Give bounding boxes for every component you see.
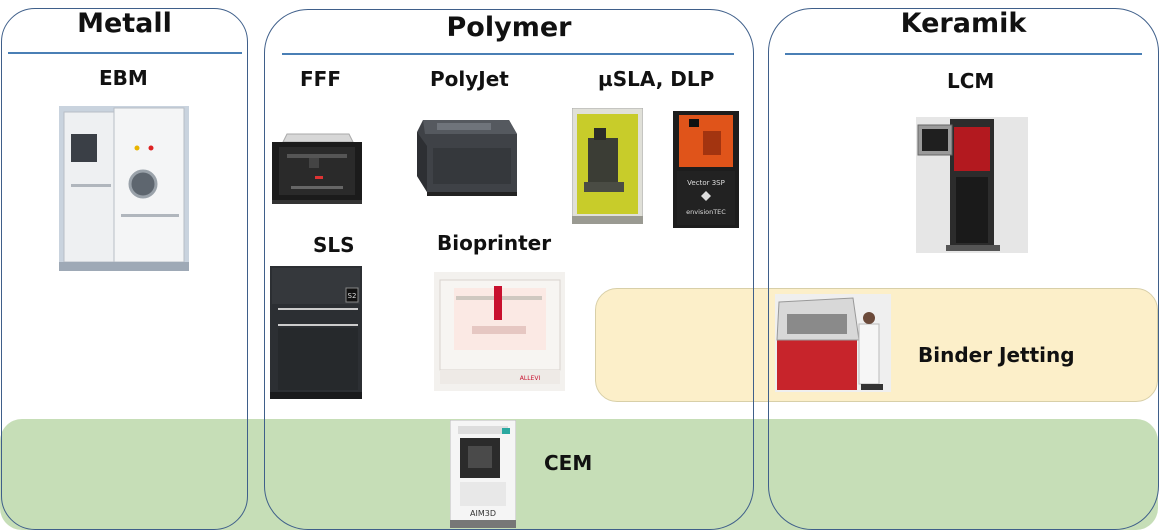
binder-jetting-label: Binder Jetting xyxy=(918,343,1075,367)
usla-machine-image xyxy=(572,108,643,224)
aim3d-text: AIM3D xyxy=(470,509,496,518)
lcm-label: LCM xyxy=(947,69,995,93)
ebm-label: EBM xyxy=(99,66,148,90)
dlp-machine-image: Vector 3SP envisionTEC xyxy=(673,111,739,228)
fff-label: FFF xyxy=(300,67,341,91)
allevi-text: ALLEVI xyxy=(520,375,541,382)
usla-dlp-label: µSLA, DLP xyxy=(598,67,715,91)
cem-band xyxy=(0,419,1158,530)
polyjet-label: PolyJet xyxy=(430,67,509,91)
envisiontec-text: envisionTEC xyxy=(686,208,726,216)
cem-label: CEM xyxy=(544,451,593,475)
lcm-machine-image xyxy=(916,117,1028,253)
polymer-group xyxy=(264,9,754,530)
metall-rule xyxy=(8,52,242,54)
ebm-machine-image xyxy=(59,106,189,271)
keramik-group xyxy=(768,8,1159,530)
cem-machine-image: AIM3D xyxy=(450,420,516,528)
keramik-rule xyxy=(785,53,1142,55)
bioprinter-label: Bioprinter xyxy=(437,231,552,255)
binder-jetting-machine-image xyxy=(775,294,891,392)
metall-title: Metall xyxy=(77,8,172,39)
bioprinter-image: ALLEVI xyxy=(434,272,565,391)
sls-label: SLS xyxy=(313,233,355,257)
metall-group xyxy=(1,8,248,530)
polymer-rule xyxy=(282,53,734,55)
vector-3sp-text: Vector 3SP xyxy=(687,179,725,187)
s2-text: S2 xyxy=(348,292,357,300)
fff-printer-image xyxy=(269,114,365,210)
sls-machine-image: S2 xyxy=(270,266,362,399)
polymer-title: Polymer xyxy=(446,12,572,43)
keramik-title: Keramik xyxy=(900,8,1027,39)
polyjet-printer-image xyxy=(417,120,517,196)
